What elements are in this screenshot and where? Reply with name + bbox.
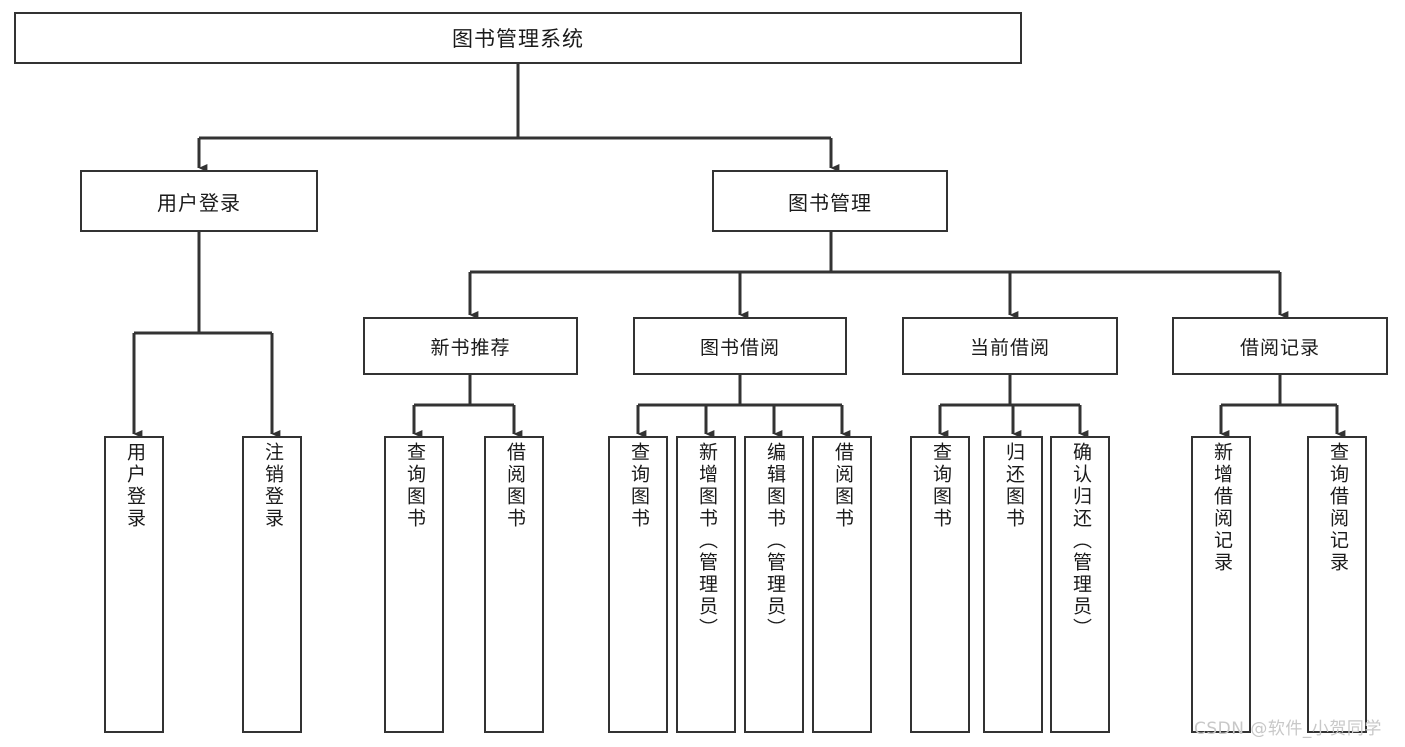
node-root-system[interactable]: 图书管理系统 <box>14 12 1022 64</box>
leaf-label: 新增借阅记录 <box>1210 442 1233 574</box>
leaf-label: 归还图书 <box>1002 442 1025 530</box>
leaf-label: 借阅图书 <box>503 442 526 530</box>
node-label: 当前借阅 <box>969 336 1050 359</box>
leaf-edit-book-admin[interactable]: 编辑图书（管理员） <box>744 436 804 733</box>
node-label: 图书管理系统 <box>452 27 584 51</box>
leaf-borrow-book[interactable]: 借阅图书 <box>812 436 872 733</box>
leaf-add-borrow-record[interactable]: 新增借阅记录 <box>1191 436 1251 733</box>
leaf-query-book-borrow[interactable]: 查询图书 <box>608 436 668 733</box>
node-book-management[interactable]: 图书管理 <box>712 170 948 232</box>
leaf-label: 编辑图书（管理员） <box>763 442 786 640</box>
node-label: 新书推荐 <box>430 336 511 359</box>
watermark: CSDN @软件_小贺同学 <box>1194 719 1382 739</box>
leaf-query-book-recommend[interactable]: 查询图书 <box>384 436 444 733</box>
node-user-login[interactable]: 用户登录 <box>80 170 318 232</box>
leaf-query-borrow-record[interactable]: 查询借阅记录 <box>1307 436 1367 733</box>
leaf-label: 查询借阅记录 <box>1326 442 1349 574</box>
leaf-logout[interactable]: 注销登录 <box>242 436 302 733</box>
leaf-return-book[interactable]: 归还图书 <box>983 436 1043 733</box>
leaf-label: 新增图书（管理员） <box>695 442 718 640</box>
leaf-borrow-book-recommend[interactable]: 借阅图书 <box>484 436 544 733</box>
leaf-label: 查询图书 <box>403 442 426 530</box>
leaf-user-login[interactable]: 用户登录 <box>104 436 164 733</box>
node-new-book-recommend[interactable]: 新书推荐 <box>363 317 578 375</box>
leaf-label: 借阅图书 <box>831 442 854 530</box>
node-current-borrow[interactable]: 当前借阅 <box>902 317 1118 375</box>
node-book-borrow[interactable]: 图书借阅 <box>633 317 847 375</box>
leaf-label: 确认归还（管理员） <box>1069 442 1092 640</box>
node-borrow-record[interactable]: 借阅记录 <box>1172 317 1388 375</box>
leaf-confirm-return-admin[interactable]: 确认归还（管理员） <box>1050 436 1110 733</box>
leaf-add-book-admin[interactable]: 新增图书（管理员） <box>676 436 736 733</box>
node-label: 用户登录 <box>157 190 241 215</box>
leaf-label: 用户登录 <box>123 442 146 530</box>
node-label: 借阅记录 <box>1239 336 1320 359</box>
leaf-label: 查询图书 <box>627 442 650 530</box>
leaf-query-book-current[interactable]: 查询图书 <box>910 436 970 733</box>
leaf-label: 查询图书 <box>929 442 952 530</box>
node-label: 图书管理 <box>788 190 872 215</box>
node-label: 图书借阅 <box>699 336 780 359</box>
leaf-label: 注销登录 <box>261 442 284 530</box>
